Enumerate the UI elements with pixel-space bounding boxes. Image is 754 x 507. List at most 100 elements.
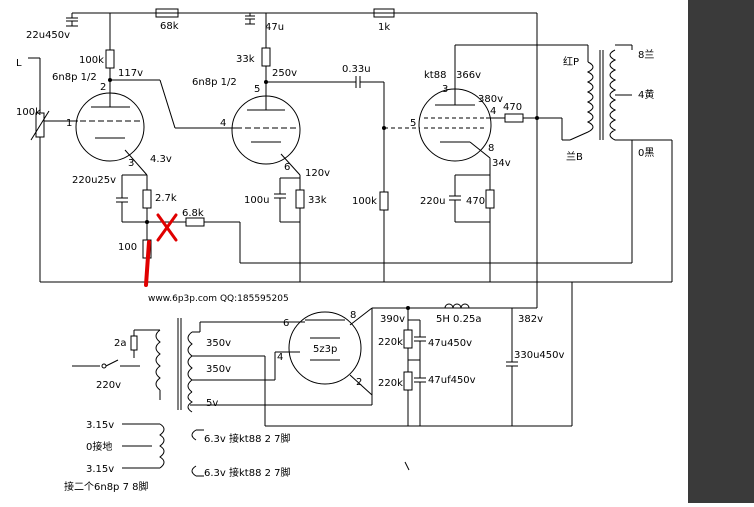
label-100k-top: 100k	[79, 55, 104, 66]
pin-3: 3	[128, 158, 134, 169]
label-47u450v: 47u450v	[428, 338, 472, 349]
label-3.15v-b: 3.15v	[86, 464, 114, 475]
label-6.8k: 6.8k	[182, 208, 204, 219]
rect-pin-4: 4	[277, 352, 283, 363]
watermark: www.6p3p.com QQ:185595205	[148, 294, 289, 304]
label-350v-a: 350v	[206, 338, 231, 349]
label-tube1: 6n8p 1/2	[52, 72, 97, 83]
label-4.3v: 4.3v	[150, 154, 172, 165]
label-250v: 250v	[272, 68, 297, 79]
label-5z3p: 5z3p	[313, 344, 337, 355]
ptx-filament-kt88-a	[191, 429, 197, 441]
label-220u25v: 220u25v	[72, 175, 116, 186]
red-mod-line	[144, 240, 151, 287]
label-120v: 120v	[305, 168, 330, 179]
pin-2: 2	[100, 82, 106, 93]
dark-side-panel	[688, 0, 754, 503]
label-6.3v-a: 6.3v 接kt88 2 7脚	[204, 432, 291, 445]
label-vol-100k: 100k	[16, 107, 41, 118]
wire	[124, 149, 148, 176]
resistor-68k	[155, 8, 179, 18]
label-382v: 382v	[518, 314, 543, 325]
pot-arrow	[30, 110, 50, 141]
ptx-5v-secondary	[187, 391, 193, 413]
label-red-P: 红P	[563, 55, 579, 68]
label-100k-grid: 100k	[352, 196, 377, 207]
label-tap-4: 4黄	[638, 88, 654, 101]
pin-3-kt88: 3	[442, 84, 448, 95]
ptx-hv-secondary	[187, 331, 193, 393]
fuse	[130, 335, 138, 351]
label-fuse-2a: 2a	[114, 338, 127, 349]
resistor-100k-grid	[379, 191, 389, 211]
xfmr-secondary	[609, 49, 617, 141]
label-220k-a: 220k	[378, 337, 403, 348]
label-input-L: L	[16, 58, 22, 69]
resistor-470-cathode	[485, 189, 495, 209]
label-0-ground: 0接地	[86, 440, 112, 453]
resistor-2.7k	[142, 189, 152, 209]
ptx-primary	[155, 329, 161, 391]
stray-mark	[404, 461, 410, 471]
ptx-filament-6n8p	[159, 423, 165, 469]
rect-pin-2: 2	[356, 377, 362, 388]
resistor-220k-a	[403, 329, 413, 349]
resistor-33k-plate	[261, 47, 271, 67]
resistor-33k-cathode	[295, 189, 305, 209]
label-choke: 5H 0.25a	[436, 314, 481, 325]
rect-pin-6: 6	[283, 318, 289, 329]
pin-8-kt88: 8	[488, 143, 494, 154]
wire	[159, 79, 176, 129]
label-350v-b: 350v	[206, 364, 231, 375]
label-47u: 47u	[265, 22, 284, 33]
label-1k: 1k	[378, 22, 390, 33]
resistor-6.8k	[185, 217, 205, 227]
label-33k-top: 33k	[236, 54, 255, 65]
label-330u450v: 330u450v	[514, 350, 565, 361]
label-22u450v: 22u450v	[26, 30, 70, 41]
wire	[349, 307, 373, 326]
label-tap-8: 8兰	[638, 48, 654, 61]
label-470-screen: 470	[503, 102, 522, 113]
label-kt88: kt88	[424, 70, 446, 81]
pin-4: 4	[220, 118, 226, 129]
label-100: 100	[118, 242, 137, 253]
resistor-100k-plate	[105, 49, 115, 69]
resistor-1k	[373, 8, 395, 18]
pin-5: 5	[254, 84, 260, 95]
label-tap-0: 0黑	[638, 147, 654, 159]
label-33k-cathode: 33k	[308, 195, 327, 206]
switch-contact	[101, 363, 107, 369]
label-220k-b: 220k	[378, 378, 403, 389]
label-2.7k: 2.7k	[155, 193, 177, 204]
choke-5H	[444, 303, 470, 309]
label-100u: 100u	[244, 195, 269, 206]
switch-blade	[105, 359, 119, 367]
label-0.33u: 0.33u	[342, 64, 371, 75]
ptx-filament-kt88-b	[191, 465, 197, 477]
label-117v: 117v	[118, 68, 143, 79]
rect-pin-8: 8	[350, 310, 356, 321]
label-380v: 380v	[478, 94, 503, 105]
label-68k: 68k	[160, 21, 179, 32]
label-3.15v-a: 3.15v	[86, 420, 114, 431]
wire	[349, 374, 373, 396]
resistor-220k-b	[403, 371, 413, 391]
label-390v: 390v	[380, 314, 405, 325]
label-6.3v-b: 6.3v 接kt88 2 7脚	[204, 466, 291, 479]
label-470-cathode: 470	[466, 196, 485, 207]
wire	[280, 153, 301, 176]
label-5v: 5v	[206, 398, 218, 409]
node	[535, 116, 539, 120]
label-220u: 220u	[420, 196, 445, 207]
resistor-470-screen	[504, 113, 524, 123]
label-filament-note: 接二个6n8p 7 8脚	[64, 480, 149, 493]
rectifier-envelope	[288, 311, 362, 385]
label-tube2: 6n8p 1/2	[192, 77, 237, 88]
wire	[469, 141, 491, 159]
label-366v: 366v	[456, 70, 481, 81]
pin-1: 1	[66, 118, 72, 129]
pin-4-kt88: 4	[490, 106, 496, 117]
